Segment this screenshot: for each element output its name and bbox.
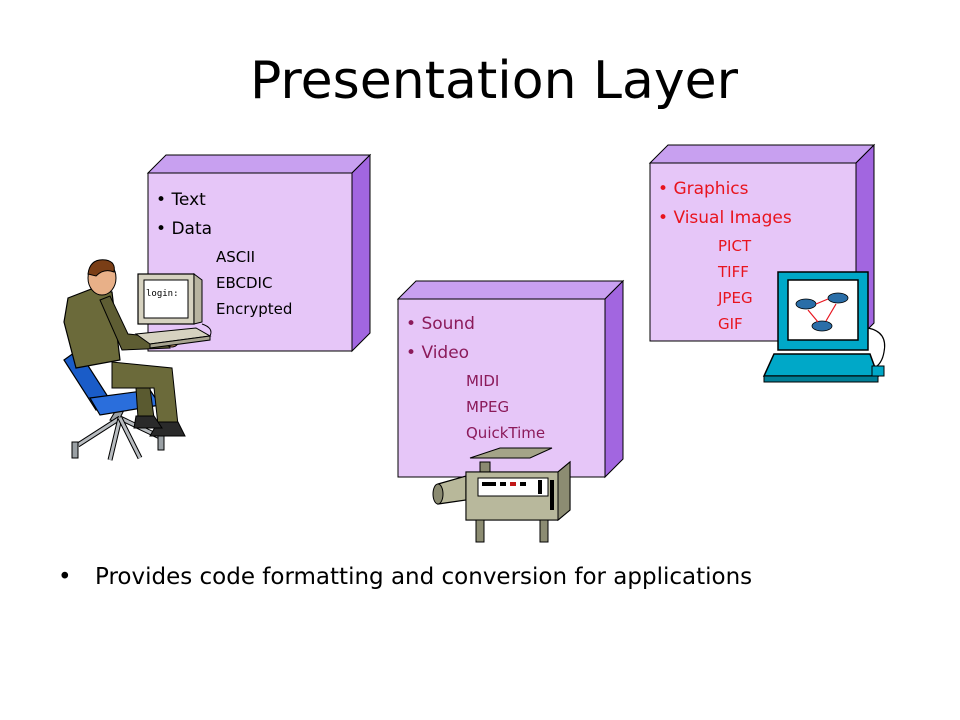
format-jpeg: JPEG: [718, 289, 753, 307]
format-tiff: TIFF: [718, 263, 749, 281]
format-encrypted: Encrypted: [216, 300, 293, 318]
format-mpeg: MPEG: [466, 398, 510, 416]
bullet-text: Text: [156, 186, 292, 215]
terminal-login-text: login:: [146, 289, 179, 299]
format-ebcdic: EBCDIC: [216, 274, 273, 292]
video-camera-icon: [430, 440, 590, 545]
format-ascii: ASCII: [216, 248, 256, 266]
format-gif: GIF: [718, 315, 743, 333]
graphics-images-box: Graphics Visual Images PICT TIFF JPEG GI…: [632, 142, 892, 352]
user-at-terminal-icon: login:: [50, 250, 220, 480]
slide-title: Presentation Layer: [249, 51, 739, 111]
format-quicktime: QuickTime: [466, 424, 546, 442]
bullet-graphics: Graphics: [658, 175, 792, 204]
bullet-visual-images: Visual Images: [658, 204, 791, 233]
sound-video-box: Sound Video MIDI MPEG QuickTime: [378, 276, 638, 486]
bullet-data: Data: [156, 215, 292, 244]
graphics-images-box-shape: [648, 143, 876, 343]
caption-bullet: •: [58, 564, 72, 590]
bullet-video: Video: [406, 339, 545, 368]
format-pict: PICT: [718, 237, 752, 255]
format-midi: MIDI: [466, 372, 500, 390]
network-monitor-icon: [760, 268, 890, 386]
bullet-sound: Sound: [406, 310, 545, 339]
caption-text: Provides code formatting and conversion …: [95, 564, 753, 590]
